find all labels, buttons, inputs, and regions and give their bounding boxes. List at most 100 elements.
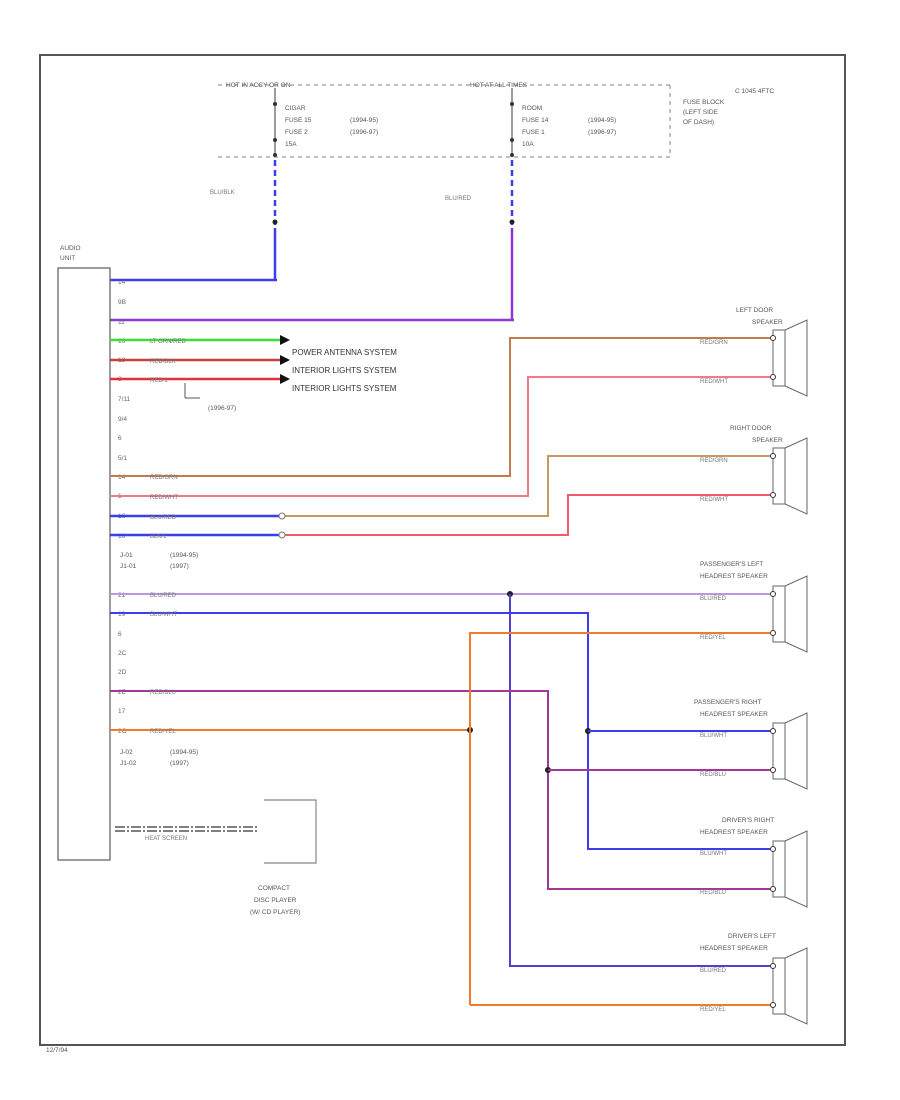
interior-lights-label-2: INTERIOR LIGHTS SYSTEM bbox=[292, 384, 397, 393]
cd-wire-label: HEAT SCREEN bbox=[145, 836, 187, 842]
connector-year1: (1994-95) bbox=[170, 749, 198, 756]
speaker-name-1: DRIVER'S RIGHT bbox=[722, 817, 774, 824]
wire-label: RED/BLK bbox=[150, 359, 176, 365]
fuse-block-label-3: OF DASH) bbox=[683, 119, 714, 126]
fuse-block-label-2: (LEFT SIDE bbox=[683, 109, 719, 116]
speaker-wire-2: RED/WHT bbox=[700, 497, 728, 503]
hot-label-left: HOT IN ACCY OR ON bbox=[226, 82, 291, 89]
wire-label: BLK/1 bbox=[150, 534, 167, 540]
fuse2-line1: ROOM bbox=[522, 105, 542, 112]
fuse2-line4: 10A bbox=[522, 141, 534, 148]
fuse-block-code: C 1045 4FTC bbox=[735, 88, 774, 95]
speaker-wire-2: RED/WHT bbox=[700, 379, 728, 385]
fuse-block-label-1: FUSE BLOCK bbox=[683, 99, 725, 106]
wire-label: RED/GRN bbox=[150, 475, 178, 481]
fuse2-year2: (1996-97) bbox=[588, 129, 616, 136]
speaker-wire-1: BLU/WHT bbox=[700, 733, 727, 739]
speaker-left-door: LEFT DOOR SPEAKER RED/GRN RED/WHT bbox=[700, 307, 808, 397]
cd-label-1: COMPACT bbox=[258, 885, 290, 892]
fuse1-year1: (1994-95) bbox=[350, 117, 378, 124]
pin-label: 14 bbox=[118, 474, 126, 481]
pin-label: 14 bbox=[118, 279, 126, 286]
footer-code: 12/7/94 bbox=[46, 1047, 68, 1054]
connector-alt: J1-02 bbox=[120, 760, 137, 767]
pin-label: 5/1 bbox=[118, 455, 127, 462]
speaker-wire-2: RED/BLU bbox=[700, 890, 726, 896]
cd-label-3: (W/ CD PLAYER) bbox=[250, 909, 300, 916]
system-outputs: LT GRN/RED POWER ANTENNA SYSTEM RED/BLK … bbox=[110, 335, 397, 412]
pin-label: 17 bbox=[118, 708, 126, 715]
speaker-name-1: LEFT DOOR bbox=[736, 307, 773, 314]
connector-id: J-01 bbox=[120, 552, 133, 559]
speaker-name-1: PASSENGER'S LEFT bbox=[700, 561, 763, 568]
feed-wire-label-right: BLU/RED bbox=[445, 196, 472, 202]
pin-label: 6 bbox=[118, 435, 122, 442]
connector-year1: (1994-95) bbox=[170, 552, 198, 559]
speaker-wire-1: BLU/RED bbox=[700, 968, 727, 974]
speaker-passenger-left-headrest: PASSENGER'S LEFT HEADREST SPEAKER BLU/RE… bbox=[700, 561, 808, 653]
fuse2-line2: FUSE 14 bbox=[522, 117, 549, 124]
fuse1-line1: CIGAR bbox=[285, 105, 306, 112]
audio-unit: AUDIO UNIT bbox=[57, 245, 111, 861]
door-speaker-wires: RED/GRN RED/WHT BLU/RED BLK/1 bbox=[110, 337, 770, 540]
compact-disc-player: HEAT SCREEN COMPACT DISC PLAYER (W/ CD P… bbox=[115, 799, 317, 916]
speaker-wire-1: RED/GRN bbox=[700, 458, 728, 464]
fuse-block: HOT IN ACCY OR ON HOT AT ALL TIMES C 104… bbox=[218, 82, 774, 158]
speaker-name-2: HEADREST SPEAKER bbox=[700, 573, 768, 580]
pin-label: 9B bbox=[118, 299, 126, 306]
headrest-speaker-wires: BLU/RED BLU/WHT RED/BLU RED/YEL bbox=[110, 591, 770, 1006]
wire-label: RED/1 bbox=[150, 378, 168, 384]
speaker-driver-right-headrest: DRIVER'S RIGHT HEADREST SPEAKER BLU/WHT … bbox=[700, 817, 808, 908]
pin-label: 2G bbox=[118, 728, 127, 735]
pin-label: 6 bbox=[118, 631, 122, 638]
connector-j01: J-01 J1-01 (1994-95) (1997) bbox=[120, 552, 198, 570]
connector-alt: J1-01 bbox=[120, 563, 137, 570]
fuse1-line3: FUSE 2 bbox=[285, 129, 308, 136]
audio-unit-label-2: UNIT bbox=[60, 255, 75, 262]
feed-wire-label-left: BLU/BLK bbox=[210, 190, 235, 196]
speaker-passenger-right-headrest: PASSENGER'S RIGHT HEADREST SPEAKER BLU/W… bbox=[694, 699, 808, 790]
wire-label: RED/YEL bbox=[150, 729, 176, 735]
speaker-name-1: PASSENGER'S RIGHT bbox=[694, 699, 762, 706]
wire-label: BLU/WHT bbox=[150, 612, 177, 618]
speaker-name-2: HEADREST SPEAKER bbox=[700, 945, 768, 952]
diagram-frame bbox=[39, 54, 846, 1046]
speaker-name-1: DRIVER'S LEFT bbox=[728, 933, 776, 940]
wire-label: LT GRN/RED bbox=[150, 339, 186, 345]
pin-label: 2C bbox=[118, 650, 127, 657]
connector-id: J-02 bbox=[120, 749, 133, 756]
speaker-driver-left-headrest: DRIVER'S LEFT HEADREST SPEAKER BLU/RED R… bbox=[700, 933, 808, 1025]
pin-label: 10 bbox=[118, 338, 126, 345]
connector-year2: (1997) bbox=[170, 760, 189, 767]
speaker-wire-1: BLU/RED bbox=[700, 596, 727, 602]
hot-label-right: HOT AT ALL TIMES bbox=[470, 82, 528, 89]
fuse1-line4: 15A bbox=[285, 141, 297, 148]
power-antenna-label: POWER ANTENNA SYSTEM bbox=[292, 348, 397, 357]
speaker-name-2: SPEAKER bbox=[752, 319, 783, 326]
speaker-wire-2: RED/YEL bbox=[700, 635, 726, 641]
interior-lights-label-1: INTERIOR LIGHTS SYSTEM bbox=[292, 366, 397, 375]
pin-label: 19 bbox=[118, 611, 126, 618]
year-note: (1996-97) bbox=[208, 405, 236, 412]
speaker-name-2: SPEAKER bbox=[752, 437, 783, 444]
connector-year2: (1997) bbox=[170, 563, 189, 570]
pin-label: 11 bbox=[118, 319, 125, 326]
wire-label: RED/WHT bbox=[150, 495, 178, 501]
audio-unit-label-1: AUDIO bbox=[60, 245, 81, 252]
fuse1-line2: FUSE 15 bbox=[285, 117, 312, 124]
pin-label: 7/11 bbox=[118, 396, 131, 403]
wire-label: BLU/RED bbox=[150, 515, 177, 521]
pin-label: 9/4 bbox=[118, 416, 127, 423]
feed-wires: BLU/BLK BLU/RED bbox=[110, 160, 515, 322]
fuse2-year1: (1994-95) bbox=[588, 117, 616, 124]
speaker-wire-2: RED/YEL bbox=[700, 1007, 726, 1013]
pin-label: 2E bbox=[118, 689, 127, 696]
speaker-wire-2: RED/BLU bbox=[700, 772, 726, 778]
pin-label: 16 bbox=[118, 533, 126, 540]
speaker-wire-1: RED/GRN bbox=[700, 340, 728, 346]
pin-label: 21 bbox=[118, 592, 126, 599]
connector-j02: J-02 J1-02 (1994-95) (1997) bbox=[120, 749, 198, 767]
pin-label: 2D bbox=[118, 669, 127, 676]
speaker-right-door: RIGHT DOOR SPEAKER RED/GRN RED/WHT bbox=[700, 425, 808, 515]
